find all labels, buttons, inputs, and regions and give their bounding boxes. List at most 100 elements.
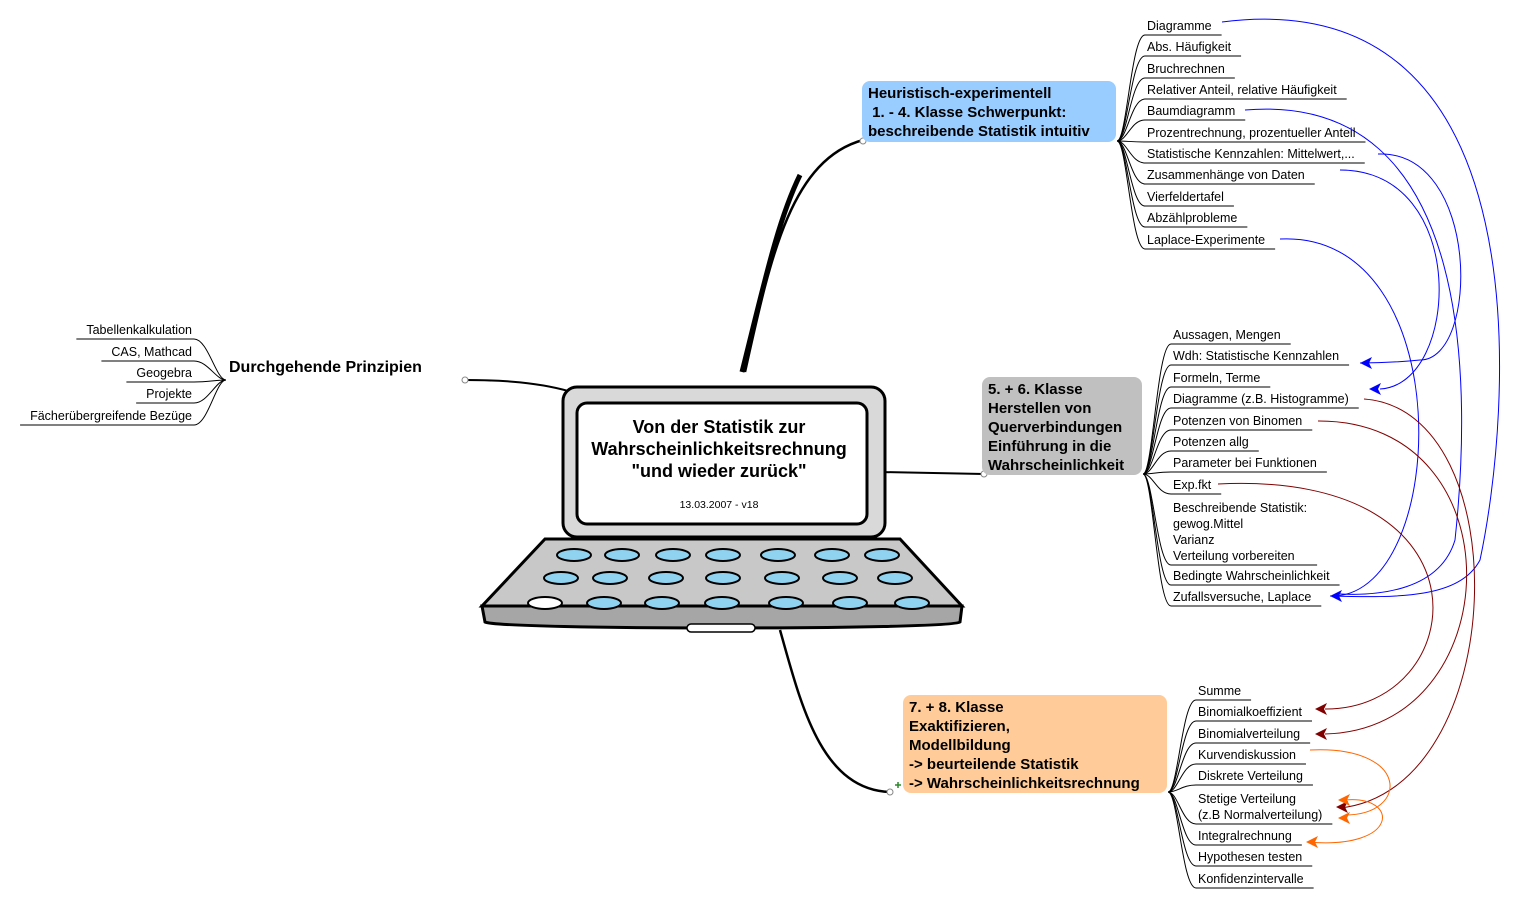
leaf-diskrete-verteilung[interactable]: Diskrete Verteilung bbox=[1198, 769, 1303, 783]
arrowhead-integral bbox=[1306, 836, 1318, 848]
leaf-potenzen-binomen[interactable]: Potenzen von Binomen bbox=[1173, 414, 1303, 428]
arrowheads bbox=[1306, 357, 1381, 848]
leaf-connector bbox=[1116, 34, 1222, 142]
leaf-tabellenkalkulation[interactable]: Tabellenkalkulation bbox=[86, 323, 192, 337]
leaf-cas-mathcad[interactable]: CAS, Mathcad bbox=[111, 345, 192, 359]
laptop-key bbox=[644, 596, 680, 610]
leaf-connector bbox=[1167, 784, 1313, 793]
link-integral-stetige bbox=[1307, 799, 1383, 844]
laptop-key bbox=[764, 571, 800, 585]
leaf-statistische-kennzahlen[interactable]: Statistische Kennzahlen: Mittelwert,... bbox=[1147, 147, 1355, 161]
node-78 bbox=[886, 788, 894, 796]
leaf-abs-haeufigkeit[interactable]: Abs. Häufigkeit bbox=[1147, 40, 1232, 54]
leaf-connector bbox=[76, 338, 227, 381]
main-branches bbox=[464, 138, 985, 794]
central-topic-date: 13.03.2007 - v18 bbox=[679, 499, 759, 511]
arrowhead-binomialkoeffizient bbox=[1315, 703, 1327, 715]
link-zusammenhaenge-diagramme bbox=[1339, 169, 1440, 390]
leaf-laplace-experimente[interactable]: Laplace-Experimente bbox=[1147, 233, 1266, 247]
laptop-key bbox=[704, 596, 740, 610]
leaf-connector bbox=[1142, 429, 1313, 475]
leaf-summe[interactable]: Summe bbox=[1198, 684, 1242, 698]
leaf-connector bbox=[1142, 450, 1259, 475]
leaf-beschreibende-statistik[interactable]: Beschreibende Statistik: gewog.Mittel Va… bbox=[1173, 501, 1308, 563]
leaf-connector bbox=[1116, 140, 1276, 250]
link-kurvendiskussion-stetige bbox=[1309, 749, 1391, 816]
leaf-potenzen-allg[interactable]: Potenzen allg bbox=[1173, 435, 1249, 449]
leaf-geogebra[interactable]: Geogebra bbox=[136, 366, 192, 380]
branch-line-heuristisch-thick bbox=[739, 173, 803, 373]
leaf-aussagen-mengen[interactable]: Aussagen, Mengen bbox=[1173, 328, 1281, 342]
branch-line-56 bbox=[879, 471, 985, 475]
leaf-binomialkoeffizient[interactable]: Binomialkoeffizient bbox=[1198, 705, 1302, 719]
leaf-integralrechnung[interactable]: Integralrechnung bbox=[1198, 829, 1292, 843]
leaf-connector bbox=[1116, 98, 1347, 142]
laptop-keys bbox=[527, 548, 930, 610]
leaf-bedingte-wahrscheinlichkeit[interactable]: Bedingte Wahrscheinlichkeit bbox=[1173, 569, 1330, 583]
leaf-prozentrechnung[interactable]: Prozentrechnung, prozentueller Anteil bbox=[1147, 126, 1356, 140]
laptop-key bbox=[760, 548, 796, 562]
leaf-connector bbox=[1116, 55, 1242, 142]
laptop-key bbox=[822, 571, 858, 585]
leaf-connector bbox=[1116, 119, 1246, 142]
leaf-abzaehlprobleme[interactable]: Abzählprobleme bbox=[1147, 211, 1238, 225]
branch-heuristisch[interactable]: Heuristisch-experimentell 1. - 4. Klasse… bbox=[862, 81, 1116, 142]
leaf-hypothesen-testen[interactable]: Hypothesen testen bbox=[1198, 850, 1303, 864]
link-diagramme-stetige bbox=[1339, 398, 1476, 809]
leaf-vierfeldertafel[interactable]: Vierfeldertafel bbox=[1147, 190, 1224, 204]
branch-klasse-5-6[interactable]: 5. + 6. Klasse Herstellen von Querverbin… bbox=[982, 377, 1142, 475]
arrowhead-zufallsversuche bbox=[1330, 590, 1342, 602]
central-topic-title[interactable]: Von der Statistik zur Wahrscheinlichkeit… bbox=[591, 417, 847, 481]
leaf-kurvendiskussion[interactable]: Kurvendiskussion bbox=[1198, 748, 1296, 762]
laptop-key bbox=[814, 548, 850, 562]
laptop-key bbox=[894, 596, 930, 610]
leaf-faecheruebergreifend[interactable]: Fächerübergreifende Bezüge bbox=[30, 409, 192, 423]
branch-line-heuristisch bbox=[743, 138, 864, 373]
leaf-connector bbox=[1116, 140, 1366, 143]
laptop-key bbox=[586, 596, 622, 610]
laptop-key bbox=[543, 571, 579, 585]
laptop-key bbox=[768, 596, 804, 610]
arrowhead-binomialverteilung bbox=[1315, 728, 1327, 740]
expand-marker-78 bbox=[895, 782, 901, 788]
leaf-connector bbox=[1142, 471, 1327, 475]
branch-durchgehende-prinzipien[interactable]: Durchgehende Prinzipien bbox=[229, 359, 422, 376]
leaf-formeln-terme[interactable]: Formeln, Terme bbox=[1173, 371, 1261, 385]
leaf-projekte[interactable]: Projekte bbox=[146, 387, 192, 401]
laptop-key bbox=[648, 571, 684, 585]
leaf-connector bbox=[1167, 742, 1311, 793]
laptop-key bbox=[705, 571, 741, 585]
arrowhead-diagramme bbox=[1369, 383, 1381, 395]
branch-klasse-7-8[interactable]: 7. + 8. Klasse Exaktifizieren, Modellbil… bbox=[903, 695, 1167, 793]
leaf-zufallsversuche-laplace[interactable]: Zufallsversuche, Laplace bbox=[1173, 590, 1312, 604]
leaf-diagramme[interactable]: Diagramme bbox=[1147, 19, 1212, 33]
laptop-key bbox=[527, 596, 563, 610]
laptop-illustration bbox=[478, 385, 966, 633]
arrowhead-stetige-orange1 bbox=[1338, 794, 1350, 806]
laptop-key bbox=[877, 571, 913, 585]
leaf-baumdiagramm[interactable]: Baumdiagramm bbox=[1147, 104, 1236, 118]
leaf-relativer-anteil[interactable]: Relativer Anteil, relative Häufigkeit bbox=[1147, 83, 1337, 97]
leaf-diagramme-histogramme[interactable]: Diagramme (z.B. Histogramme) bbox=[1173, 392, 1349, 406]
cross-links bbox=[1217, 18, 1500, 844]
laptop-key bbox=[864, 548, 900, 562]
link-potenzen-binomialverteilung bbox=[1317, 420, 1467, 735]
leaf-bruchrechnen[interactable]: Bruchrechnen bbox=[1147, 62, 1225, 76]
leaf-konfidenzintervalle[interactable]: Konfidenzintervalle bbox=[1198, 872, 1304, 886]
laptop-key bbox=[556, 548, 592, 562]
leaf-connector bbox=[1142, 364, 1350, 475]
leaf-parameter-funktionen[interactable]: Parameter bei Funktionen bbox=[1173, 456, 1317, 470]
leaf-connector bbox=[101, 360, 227, 381]
leaf-zusammenhaenge[interactable]: Zusammenhänge von Daten bbox=[1147, 168, 1305, 182]
arrowhead-stetige-orange2 bbox=[1338, 812, 1350, 824]
leaf-exp-fkt[interactable]: Exp.fkt bbox=[1173, 478, 1212, 492]
leaf-connector bbox=[20, 379, 227, 426]
leaf-connector bbox=[1167, 763, 1306, 793]
leaf-wdh-kennzahlen[interactable]: Wdh: Statistische Kennzahlen bbox=[1173, 349, 1340, 363]
leaf-binomialverteilung[interactable]: Binomialverteilung bbox=[1198, 727, 1301, 741]
branch-line-left bbox=[464, 379, 576, 394]
arrowhead-stetige-dark bbox=[1336, 801, 1348, 813]
arrowhead-kennzahlen bbox=[1360, 357, 1372, 369]
leaf-stetige-verteilung[interactable]: Stetige Verteilung (z.B Normalverteilung… bbox=[1198, 792, 1323, 822]
